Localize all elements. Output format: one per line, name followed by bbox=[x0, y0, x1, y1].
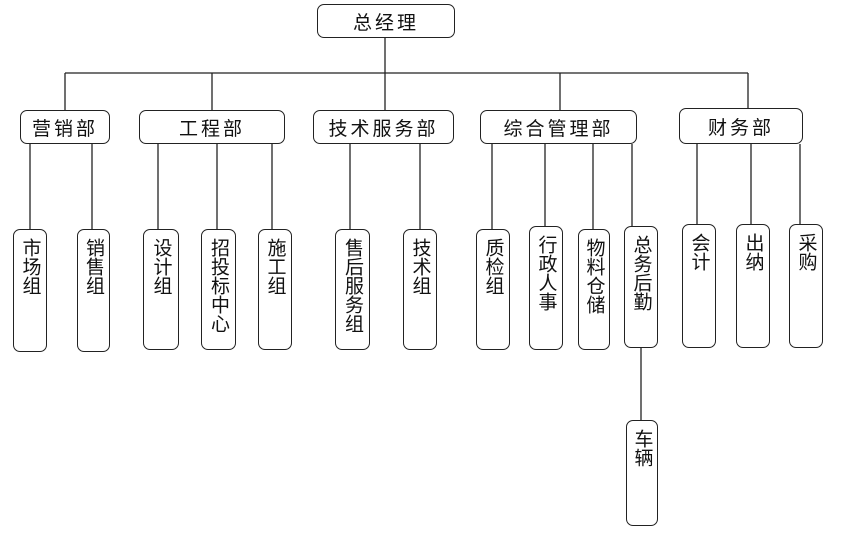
node-label: 物料仓储 bbox=[583, 238, 606, 314]
node-group-accounting: 会计 bbox=[682, 224, 716, 348]
node-label: 技术服务部 bbox=[328, 117, 439, 140]
node-label: 营销部 bbox=[31, 117, 98, 140]
node-label: 车辆 bbox=[631, 429, 654, 467]
node-group-technical: 技术组 bbox=[403, 229, 437, 350]
node-group-logistics: 总务后勤 bbox=[624, 226, 658, 348]
node-label: 综合管理部 bbox=[503, 117, 614, 140]
node-label: 行政人事 bbox=[535, 235, 558, 311]
node-label: 工程部 bbox=[178, 117, 245, 140]
node-dept-marketing: 营销部 bbox=[20, 110, 110, 144]
node-label: 招投标中心 bbox=[208, 238, 230, 333]
node-group-quality: 质检组 bbox=[476, 229, 510, 350]
node-dept-engineering: 工程部 bbox=[139, 110, 285, 144]
node-group-market: 市场组 bbox=[13, 229, 47, 352]
node-group-cashier: 出纳 bbox=[736, 224, 770, 348]
node-group-materials: 物料仓储 bbox=[578, 229, 610, 350]
node-label: 总务后勤 bbox=[630, 235, 653, 311]
node-group-bidding-center: 招投标中心 bbox=[201, 229, 236, 350]
node-label: 设计组 bbox=[150, 238, 173, 295]
node-dept-general-admin: 综合管理部 bbox=[480, 110, 637, 144]
node-group-sales: 销售组 bbox=[77, 229, 110, 352]
node-group-purchasing: 采购 bbox=[789, 224, 823, 348]
node-label: 出纳 bbox=[742, 233, 765, 271]
node-label: 售后服务组 bbox=[342, 238, 364, 333]
node-group-design: 设计组 bbox=[143, 229, 179, 350]
node-unit-vehicles: 车辆 bbox=[626, 420, 658, 526]
node-group-after-sales: 售后服务组 bbox=[335, 229, 370, 350]
node-label: 质检组 bbox=[482, 238, 505, 295]
node-label: 会计 bbox=[688, 233, 711, 271]
node-group-admin-hr: 行政人事 bbox=[529, 226, 563, 350]
node-label: 施工组 bbox=[264, 238, 287, 295]
node-label: 销售组 bbox=[83, 238, 105, 295]
node-dept-tech-service: 技术服务部 bbox=[313, 110, 454, 144]
node-label: 市场组 bbox=[19, 238, 42, 295]
node-general-manager: 总经理 bbox=[317, 4, 455, 38]
node-group-construction: 施工组 bbox=[258, 229, 292, 350]
node-label: 总经理 bbox=[352, 11, 419, 34]
node-label: 财务部 bbox=[707, 116, 774, 139]
node-label: 技术组 bbox=[409, 238, 432, 295]
node-dept-finance: 财务部 bbox=[679, 108, 803, 144]
node-label: 采购 bbox=[795, 233, 818, 271]
